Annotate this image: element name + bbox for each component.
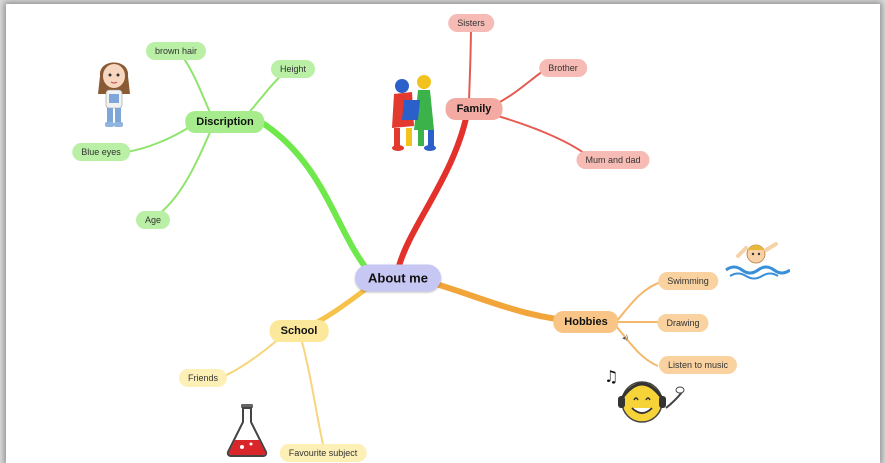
girl-clipart-icon (98, 62, 130, 127)
leaf-node-listen-to-music[interactable]: Listen to music (658, 356, 738, 374)
branch-node-family[interactable]: Family (445, 98, 503, 120)
swimmer-clipart-icon (725, 242, 790, 280)
link-hobbies-swimming (615, 281, 662, 323)
smiley-headphones-clipart-icon: ♫ (604, 367, 685, 423)
leaf-node-friends[interactable]: Friends (178, 369, 228, 387)
leaf-node-drawing[interactable]: Drawing (657, 314, 709, 332)
link-family-sisters (468, 23, 472, 101)
leaf-node-blue-eyes[interactable]: Blue eyes (72, 143, 130, 161)
lab-flask-clipart-icon (226, 404, 268, 457)
link-family-mum-and-dad (490, 113, 589, 157)
link-school-friends (221, 336, 282, 378)
svg-text:♫: ♫ (604, 367, 618, 386)
leaf-node-sisters[interactable]: Sisters (448, 14, 494, 32)
leaf-node-brother[interactable]: Brother (539, 59, 587, 77)
leaf-node-brown-hair[interactable]: brown hair (145, 42, 207, 60)
branch-node-school[interactable]: School (269, 320, 329, 342)
mind-map-canvas: About me Discription brown hair Height B… (6, 4, 880, 463)
center-node-about-me[interactable]: About me (355, 264, 441, 292)
dancing-figures-clipart-icon (392, 75, 436, 151)
mind-map-links (125, 23, 662, 450)
link-school-favourite-subject (301, 341, 325, 450)
leaf-node-swimming[interactable]: Swimming (658, 272, 718, 290)
leaf-node-height[interactable]: Height (270, 60, 316, 78)
leaf-node-mum-and-dad[interactable]: Mum and dad (576, 151, 650, 169)
link-discription-age (153, 129, 212, 219)
link-about-me-family (396, 106, 471, 269)
link-family-brother (495, 68, 547, 105)
link-hobbies-listen-to-music (615, 325, 659, 367)
link-about-me-discription (258, 119, 374, 277)
leaf-node-favourite-subject[interactable]: Favourite subject (279, 444, 367, 462)
branch-node-discription[interactable]: Discription (185, 111, 265, 133)
link-discription-blue-eyes (125, 125, 192, 153)
leaf-node-age[interactable]: Age (135, 211, 171, 229)
note-indicator-icon: ◂) (622, 334, 629, 342)
branch-node-hobbies[interactable]: Hobbies (553, 311, 619, 333)
